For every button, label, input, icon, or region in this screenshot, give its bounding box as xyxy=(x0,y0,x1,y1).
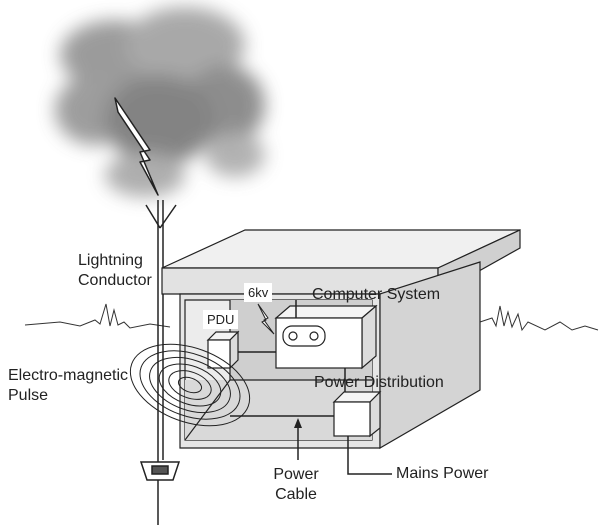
emp-label-line2: Pulse xyxy=(8,387,49,404)
power-cable-arrow xyxy=(294,418,302,428)
storm-cloud-icon xyxy=(55,7,265,197)
power-distribution-label: Power Distribution xyxy=(314,374,444,391)
emp-label-line1: Electro-magnetic xyxy=(8,367,129,384)
pdu-label: PDU xyxy=(203,310,239,329)
computer-system-box xyxy=(274,304,378,370)
power-distribution-box xyxy=(332,390,382,438)
electromagnetic-pulse-rings xyxy=(129,343,251,427)
lightning-bolt-icon xyxy=(114,97,159,196)
power-cable-label-line1: Power xyxy=(273,466,319,483)
spark-icon xyxy=(257,303,275,335)
pdu-box xyxy=(206,330,240,370)
wiring xyxy=(230,300,392,475)
ground-line-right xyxy=(479,305,599,332)
lightning-conductor-label-line2: Conductor xyxy=(78,272,152,289)
mains-power-label: Mains Power xyxy=(396,465,489,482)
lightning-conductor-label-line1: Lightning xyxy=(78,252,143,269)
power-cable-label-line2: Cable xyxy=(275,486,317,503)
ground-rod-icon xyxy=(139,461,181,481)
computer-system-label: Computer System xyxy=(312,286,441,303)
voltage-label: 6kv xyxy=(244,283,273,302)
ground-line-left xyxy=(24,303,171,329)
